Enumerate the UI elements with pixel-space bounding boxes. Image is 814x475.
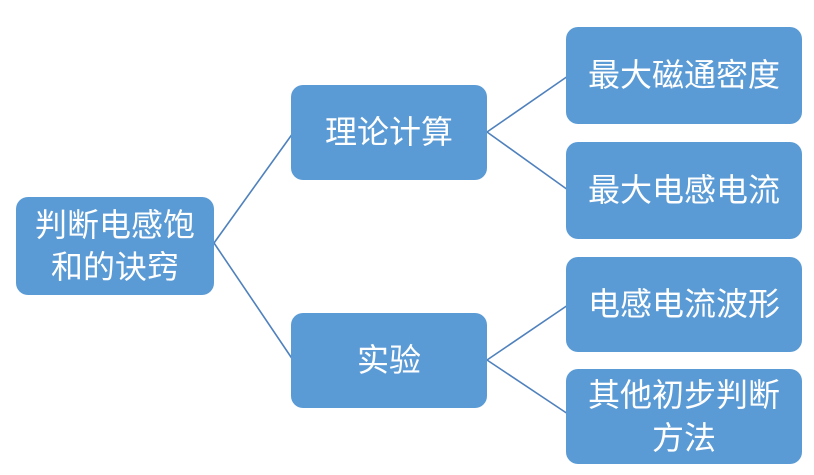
connector-experiment-to-current-waveform [486, 304, 569, 361]
node-root: 判断电感饱和的诀窍 [16, 197, 214, 295]
node-leaf-inductor-current-waveform-label: 电感电流波形 [587, 286, 780, 323]
node-leaf-max-inductor-current: 最大电感电流 [566, 142, 802, 239]
connector-theory-to-max-flux-density [486, 75, 569, 133]
node-leaf-max-inductor-current-label: 最大电感电流 [587, 172, 780, 209]
connector-experiment-to-other-methods [486, 359, 569, 415]
node-leaf-max-flux-density: 最大磁通密度 [566, 27, 802, 124]
node-branch-theory: 理论计算 [291, 85, 487, 180]
node-branch-theory-label: 理论计算 [324, 114, 453, 151]
node-leaf-inductor-current-waveform: 电感电流波形 [566, 257, 802, 352]
node-branch-experiment: 实验 [291, 313, 487, 408]
connector-root-to-experiment [213, 242, 294, 361]
node-root-label: 判断电感饱和的诀窍 [34, 206, 195, 285]
node-leaf-other-preliminary-methods: 其他初步判断方法 [566, 369, 802, 464]
connector-root-to-theory [213, 132, 294, 244]
node-branch-experiment-label: 实验 [356, 342, 421, 379]
connector-theory-to-max-inductor-current [486, 131, 569, 191]
node-leaf-other-preliminary-methods-label: 其他初步判断方法 [587, 377, 780, 456]
node-leaf-max-flux-density-label: 最大磁通密度 [587, 57, 780, 94]
